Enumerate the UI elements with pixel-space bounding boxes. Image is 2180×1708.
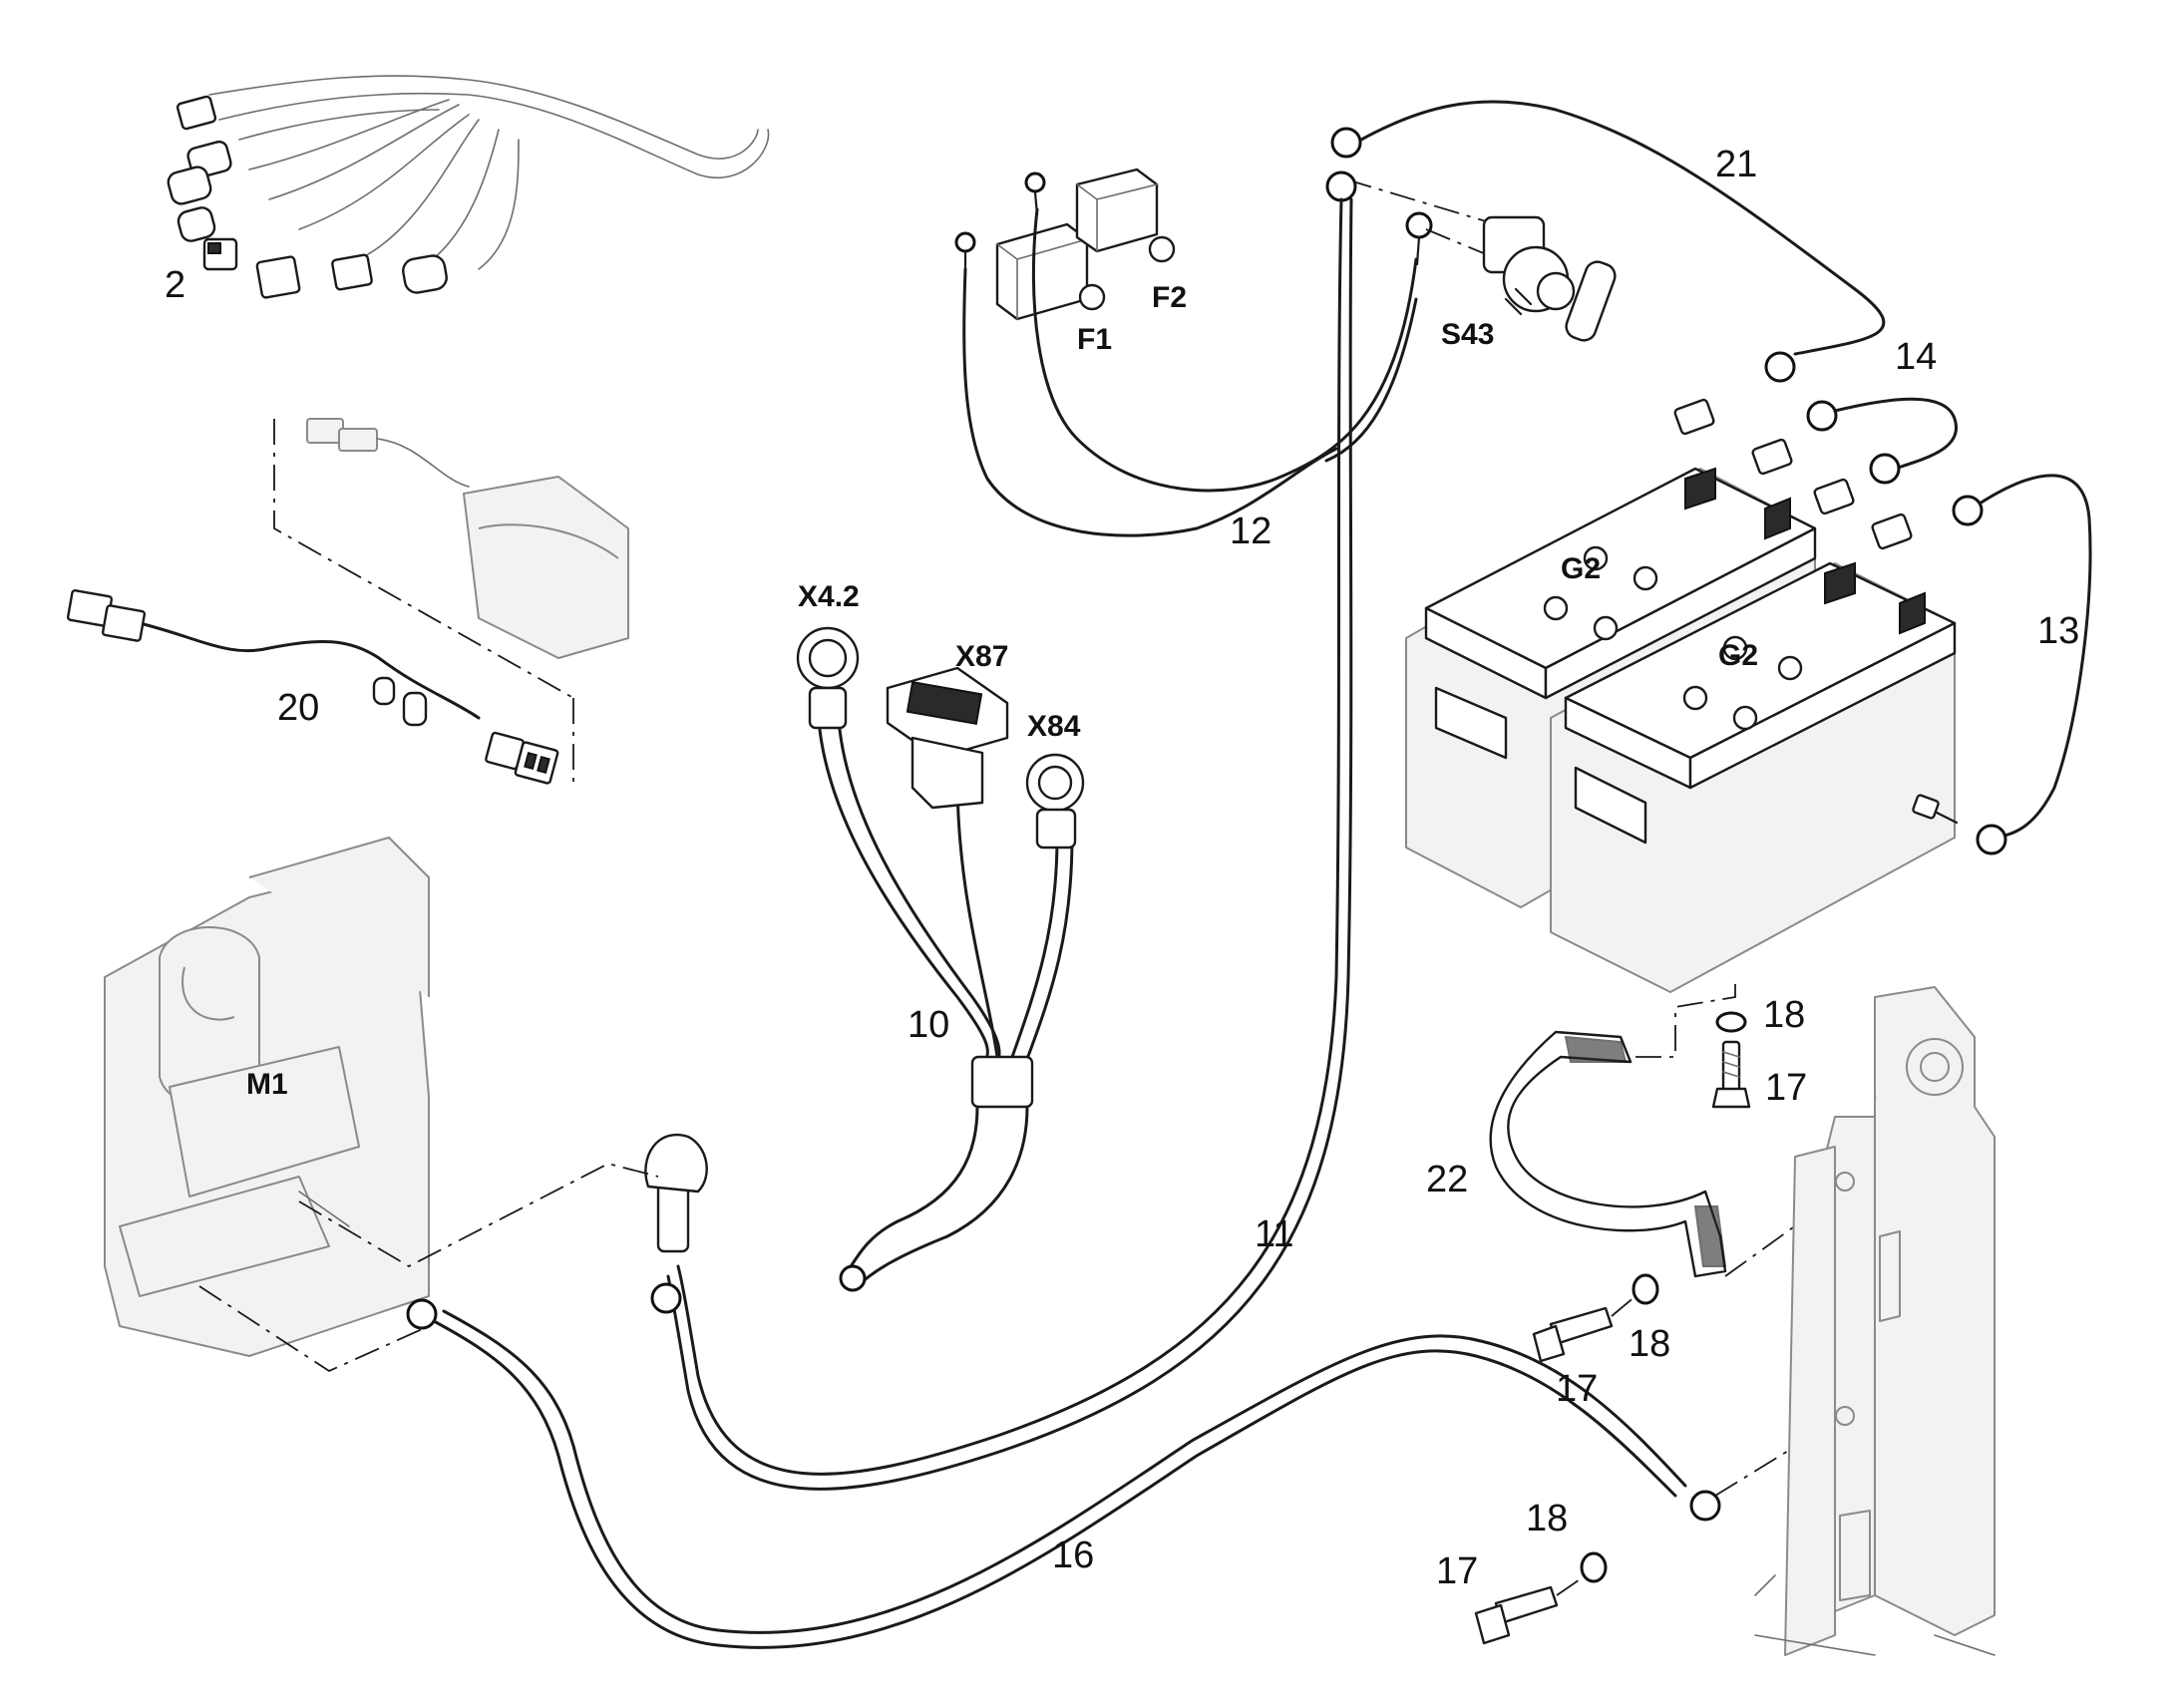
callout-14: 14 [1895, 336, 1937, 378]
connector-x4-2[interactable] [796, 626, 860, 730]
mast-frame [1754, 986, 1996, 1656]
bolt-17-top[interactable] [1711, 1040, 1751, 1109]
label-f2: F2 [1152, 281, 1187, 314]
ghost-housing [306, 418, 629, 659]
connector-icon [167, 95, 448, 299]
callout-17c: 17 [1436, 1550, 1478, 1592]
callout-17b: 17 [1556, 1368, 1598, 1410]
callout-13: 13 [2037, 610, 2079, 652]
washer-18-top[interactable] [1715, 1011, 1747, 1033]
callout-22: 22 [1426, 1159, 1468, 1200]
label-x84: X84 [1027, 710, 1081, 743]
fuse-f1[interactable] [954, 222, 1106, 321]
switch-s43[interactable] [1345, 178, 1619, 344]
callout-12: 12 [1230, 511, 1272, 552]
callout-18b: 18 [1629, 1323, 1670, 1365]
callout-16: 16 [1052, 1535, 1094, 1576]
part-11-cable[interactable] [644, 171, 1357, 1491]
battery-g2-front[interactable] [1550, 561, 1957, 993]
label-m1: M1 [246, 1068, 288, 1101]
part-21-cable[interactable] [1330, 100, 1886, 383]
callout-18c: 18 [1526, 1498, 1568, 1539]
washer-18-mid[interactable] [1632, 1273, 1659, 1305]
label-x87: X87 [955, 640, 1008, 673]
part-12-cables[interactable] [962, 207, 1433, 537]
callout-21: 21 [1715, 144, 1757, 185]
part-20-harness[interactable] [66, 418, 629, 788]
label-s43: S43 [1441, 318, 1494, 351]
callout-18a: 18 [1763, 994, 1805, 1036]
callout-17a: 17 [1765, 1067, 1807, 1109]
motor-m1[interactable] [104, 837, 430, 1357]
bolt-17-bottom[interactable] [1474, 1574, 1587, 1645]
label-f1: F1 [1077, 323, 1112, 356]
label-g2-rear: G2 [1561, 552, 1601, 585]
label-g2-front: G2 [1718, 639, 1758, 672]
part-10-harness[interactable] [816, 696, 1074, 1292]
callout-10: 10 [908, 1004, 949, 1046]
callout-20: 20 [277, 687, 319, 729]
connector-x87[interactable] [886, 666, 1009, 810]
battery-terminals [1673, 398, 1913, 550]
part-14-cable[interactable] [1806, 397, 1959, 485]
connector-x84[interactable] [1025, 753, 1085, 850]
part-2-harness[interactable] [167, 75, 770, 299]
washer-18-bottom[interactable] [1580, 1551, 1608, 1583]
fuse-f2[interactable] [1024, 168, 1176, 263]
part-16-cable[interactable] [406, 1298, 1846, 1649]
leader-dashes [198, 1163, 659, 1373]
callout-2: 2 [165, 264, 185, 306]
callout-11: 11 [1255, 1213, 1293, 1255]
part-22-strap[interactable] [1489, 982, 1851, 1278]
label-x4-2: X4.2 [798, 580, 860, 613]
part-13-cable[interactable] [1912, 474, 2092, 855]
bolt-17-mid[interactable] [1532, 1295, 1636, 1363]
